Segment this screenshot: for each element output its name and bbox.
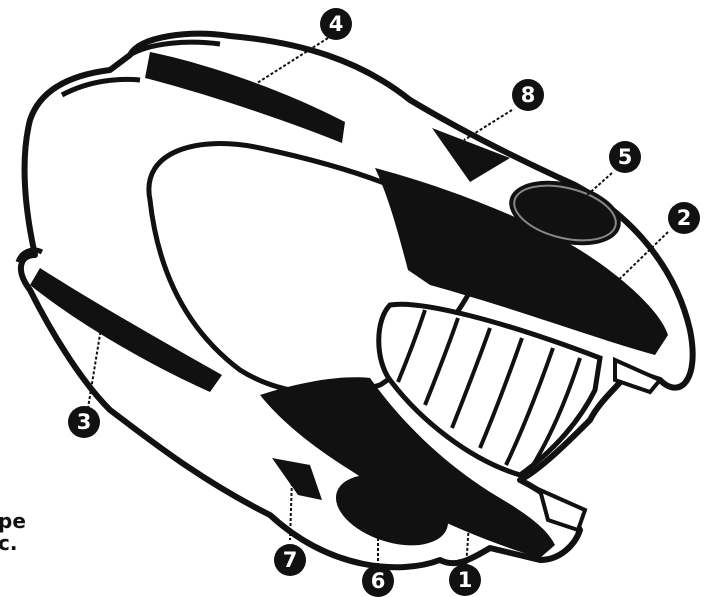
callout-4: 4	[320, 8, 352, 40]
callout-8: 8	[512, 79, 544, 111]
svg-text:7: 7	[283, 548, 298, 572]
svg-text:1: 1	[458, 568, 473, 592]
svg-text:8: 8	[521, 83, 536, 107]
svg-text:2: 2	[677, 206, 692, 230]
svg-text:6: 6	[371, 569, 386, 593]
callout-5: 5	[609, 141, 641, 173]
callout-7: 7	[274, 544, 306, 576]
callout-6: 6	[362, 565, 394, 597]
edge-text-line-1: pe	[0, 510, 26, 532]
callout-1: 1	[449, 564, 481, 596]
svg-text:4: 4	[329, 12, 344, 36]
callout-2: 2	[668, 202, 700, 234]
edge-text-line-2: c.	[0, 532, 17, 554]
callout-3: 3	[68, 406, 100, 438]
svg-text:5: 5	[618, 145, 633, 169]
svg-text:3: 3	[77, 410, 92, 434]
